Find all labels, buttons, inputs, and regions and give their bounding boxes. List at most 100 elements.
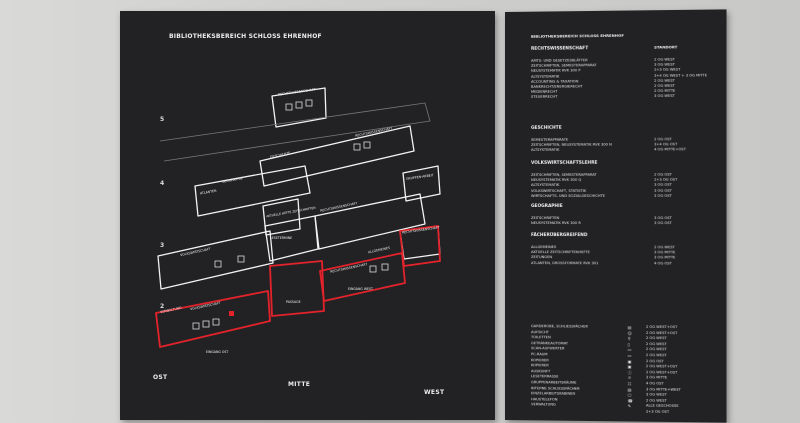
directory-row: WIRTSCHAFTS- UND SOZIALGESCHICHTE 3 OG OS… (505, 194, 727, 200)
row-name: ZEITSCHRIFTEN, NEUSYSTEMATIK RVK 300 N (531, 142, 612, 148)
level-3-label: 3 (160, 242, 165, 249)
service-location: 2 OG WEST+OST (645, 370, 678, 375)
row-location: 3 OG OST (654, 188, 672, 193)
service-name: SCAN-AUFWERTER (531, 346, 565, 351)
directory-row: NEUSYSTEMATIK RVK 300 R 3 OG OST (505, 221, 727, 227)
row-name: STEUERRECHT (531, 95, 558, 100)
label-eingang-ost: EINGANG OST (206, 350, 229, 354)
level-3-ost (157, 230, 274, 290)
row-name: ZEITSCHRIFTEN (531, 216, 560, 221)
floor-plan-panel: BIBLIOTHEKSBEREICH SCHLOSS EHRENHOF (120, 11, 495, 420)
icon-square (295, 101, 303, 109)
service-location: 4 OG OST (645, 381, 664, 386)
icon-square (363, 141, 371, 149)
row-location: 4 OG OST (654, 260, 672, 266)
row-location: 4 OG MITTE+OST (654, 147, 686, 152)
service-row: 2+3 OG OST (505, 408, 727, 417)
icon-square (381, 263, 389, 271)
directory-row: ALTSYSTEMATIK 4 OG MITTE+OST (505, 148, 727, 155)
label-passage: PASSAGE (286, 300, 301, 304)
row-name: AMTS- UND GESETZESBLÄTTER (531, 58, 588, 63)
row-name: BANKRECHT/ENERGIERECHT (531, 84, 583, 89)
row-name: ALTSYSTEMATIK (531, 148, 560, 153)
level-2-west (319, 252, 406, 302)
directory-panel: BIBLIOTHEKSBEREICH SCHLOSS EHRENHOF STAN… (505, 9, 727, 423)
row-name: VOLKSWIRTSCHAFT, STATISTIK (531, 188, 587, 193)
icon-square (202, 320, 210, 328)
service-name: KOPIERER (531, 363, 549, 368)
service-location: 2+3 OG OST (645, 409, 670, 414)
row-name: NEUSYSTEMATIK RVK 300 P (531, 68, 581, 74)
row-location: 3 OG MITTE (654, 255, 676, 260)
level-4-center (259, 125, 415, 187)
service-name: INTERNE SCHLIESSFÄCHER (531, 385, 580, 391)
terrace-icon: ☼ (627, 375, 632, 381)
icon-square (214, 260, 222, 268)
you-are-here-marker (229, 311, 234, 316)
copier-icon: ▣ (627, 358, 632, 364)
level-3-west (314, 193, 426, 250)
section-title: VOLKSWIRTSCHAFTSLEHRE (531, 160, 598, 166)
direction-west: WEST (424, 389, 445, 396)
service-name: GRUPPENARBEITSRÄUME (531, 380, 577, 385)
group-icon: ☷ (627, 381, 632, 387)
service-location: 2 OG WEST (645, 341, 667, 347)
pc-icon: ▭ (627, 352, 632, 359)
level-4-wing (194, 165, 311, 217)
row-location: 2 OG OST (654, 137, 672, 142)
level-4-label: 4 (160, 180, 165, 187)
icon-square (192, 322, 200, 330)
service-name: VERWALTUNG (531, 402, 556, 407)
label-eingang-west: EINGANG WEST (348, 287, 373, 291)
service-location: 3 OG WEST (645, 392, 667, 397)
service-name: LESETERRASSE (531, 374, 559, 379)
service-name: AUSKUNFT (531, 369, 551, 374)
direction-ost: OST (153, 374, 168, 381)
row-name: WIRTSCHAFTS- UND SOZIALGESCHICHTE (531, 193, 605, 198)
service-location: ALLE GESCHOSSE (645, 403, 679, 409)
service-location: 2 OG WEST (645, 353, 667, 358)
row-name: SEMESTERAPPARATE (531, 137, 569, 142)
level-2-ost (155, 290, 271, 348)
locker-icon: ▤ (627, 324, 632, 330)
service-location: 2 OG WEST+OST (645, 364, 678, 369)
label-lesetermine: LESETERMINE (270, 236, 293, 240)
service-location: 2 OG WEST+OST (645, 330, 678, 335)
service-name: KOPIERER (531, 357, 549, 362)
level-4-east (402, 165, 441, 202)
icon-square (212, 318, 220, 326)
level-2-label: 2 (160, 303, 165, 310)
row-location: 3+4 OG WEST + 3 OG MITTE (654, 72, 708, 78)
row-location: 3 OG WEST (654, 62, 675, 67)
row-name: ALTSYSTEMATIK (531, 183, 560, 188)
icon-square (285, 103, 293, 111)
row-name: ZEITSCHRIFTEN, SEMESTERAPPARAT (531, 172, 597, 177)
drink-icon: ▯ (627, 341, 630, 347)
row-name: ZEITUNGEN (531, 255, 553, 260)
row-location: 2 OG MITTE (654, 88, 676, 94)
row-location: 2 OG OST (654, 172, 672, 177)
row-name: NEUSYSTEMATIK RVK 300 R (531, 221, 581, 226)
row-location: 3+4 OG OST (654, 142, 678, 147)
row-location: 3 OG OST (654, 221, 672, 226)
direction-mitte: MITTE (288, 381, 311, 388)
row-location: 2 OG WEST (654, 83, 675, 88)
icon-square (305, 99, 313, 107)
row-name: MEDIENRECHT (531, 89, 558, 95)
row-name: NEUSYSTEMATIK RVK 300 Q (531, 178, 582, 183)
section-title: GESCHICHTE (531, 125, 562, 131)
row-location: 3 OG OST (654, 193, 672, 198)
level-3-mitte-center (262, 198, 301, 236)
service-location: 2 OG WEST (645, 347, 667, 352)
toilet-icon: ⚲ (627, 336, 631, 342)
row-name: ALTSYSTEMATIK (531, 74, 560, 79)
level-5-ghost (159, 102, 431, 162)
floor-plan-drawing (155, 87, 441, 348)
phone-icon: ☎ (627, 398, 633, 404)
service-location: 2 OG WEST (645, 398, 667, 403)
service-name: PC-RAUM (531, 352, 548, 357)
